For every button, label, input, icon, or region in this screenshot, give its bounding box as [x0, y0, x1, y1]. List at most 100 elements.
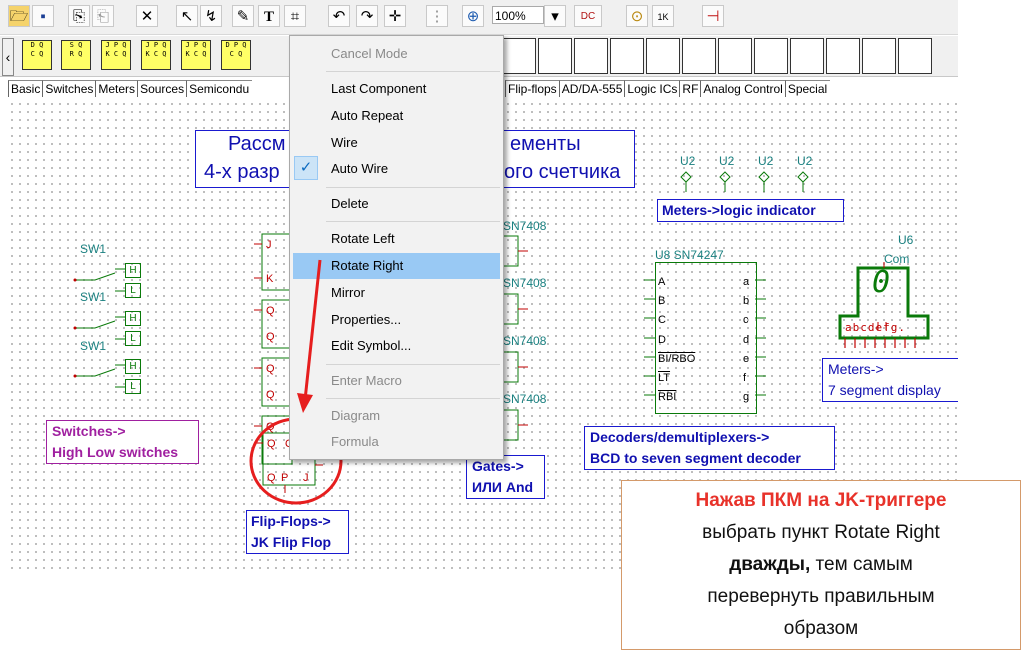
- meters-7seg-note: Meters-> 7 segment display: [822, 358, 958, 402]
- menu-item-wire[interactable]: Wire: [331, 135, 358, 150]
- decoder-note-line: BCD to seven segment decoder: [590, 450, 801, 466]
- wire-tool-icon[interactable]: ↯: [200, 5, 222, 27]
- switch-high[interactable]: H: [125, 263, 141, 278]
- tab-sources[interactable]: Sources: [137, 80, 188, 97]
- seven-seg-label: U6: [898, 233, 914, 247]
- ff-pin-label: Q: [266, 305, 275, 317]
- tab-semiconductors[interactable]: Semicondu: [186, 80, 253, 97]
- menu-item-properties[interactable]: Properties...: [331, 312, 402, 327]
- menu-item-edit-symbol[interactable]: Edit Symbol...: [331, 338, 412, 353]
- menu-item-mirror[interactable]: Mirror: [331, 285, 365, 300]
- scroll-left-icon[interactable]: ‹: [2, 38, 14, 76]
- menu-item-auto-repeat[interactable]: Auto Repeat: [331, 108, 404, 123]
- switch-low[interactable]: L: [125, 379, 141, 394]
- undo-icon[interactable]: ↶: [328, 5, 350, 27]
- tab-adda[interactable]: AD/DA-555: [558, 80, 626, 97]
- palette-label: D Q: [30, 41, 44, 49]
- decoder-note-line: Decoders/demultiplexers->: [590, 429, 770, 445]
- palette-slot[interactable]: [538, 38, 572, 74]
- switch-low[interactable]: L: [125, 283, 141, 298]
- palette-label: K C Q: [105, 50, 127, 58]
- tab-analog-control[interactable]: Analog Control: [700, 80, 786, 97]
- copy-icon[interactable]: ⎘: [68, 5, 90, 27]
- tab-rf[interactable]: RF: [679, 80, 702, 97]
- menu-item-last-component[interactable]: Last Component: [331, 81, 427, 96]
- tab-meters[interactable]: Meters: [95, 80, 139, 97]
- switch-symbols[interactable]: [70, 255, 150, 395]
- delete-x-icon[interactable]: ✕: [136, 5, 158, 27]
- note-line: выбрать пункт Rotate Right: [702, 522, 940, 543]
- paste-icon[interactable]: ⎗: [92, 5, 114, 27]
- meters-7seg-note-line: Meters->: [828, 361, 884, 377]
- switches-note: Switches-> High Low switches: [46, 420, 199, 464]
- switch-label: SW1: [80, 290, 107, 304]
- probe-icon[interactable]: ⊙: [626, 5, 648, 27]
- crosshair-icon[interactable]: ✛: [384, 5, 406, 27]
- pointer-icon[interactable]: ↖: [176, 5, 198, 27]
- menu-item-formula[interactable]: Formula: [331, 434, 379, 449]
- red-arrow-over-menu: [297, 259, 322, 413]
- menu-item-cancel-mode[interactable]: Cancel Mode: [331, 46, 408, 61]
- redo-icon[interactable]: ↷: [356, 5, 378, 27]
- menu-item-rotate-left[interactable]: Rotate Left: [331, 231, 395, 246]
- text-tool-icon[interactable]: T: [258, 5, 280, 27]
- switch-high[interactable]: H: [125, 359, 141, 374]
- decoder-pin: D: [658, 333, 666, 346]
- seven-segment-display[interactable]: [836, 262, 932, 354]
- and-gate-symbols[interactable]: [500, 232, 540, 452]
- palette-label: K C Q: [145, 50, 167, 58]
- palette-slot[interactable]: [862, 38, 896, 74]
- grid-icon[interactable]: ⋮: [426, 5, 448, 27]
- menu-item-delete[interactable]: Delete: [331, 196, 369, 211]
- pin-icon[interactable]: ⊣: [702, 5, 724, 27]
- zoom-dropdown-icon[interactable]: ▾: [544, 5, 566, 27]
- pencil-icon[interactable]: ✎: [232, 5, 254, 27]
- resistor-label: 1K: [657, 12, 669, 22]
- menu-item-enter-macro[interactable]: Enter Macro: [331, 373, 402, 388]
- palette-slot[interactable]: [502, 38, 536, 74]
- palette-slot[interactable]: [790, 38, 824, 74]
- tab-flipflops[interactable]: Flip-flops: [505, 80, 560, 97]
- palette-slot[interactable]: [574, 38, 608, 74]
- palette-slot[interactable]: [898, 38, 932, 74]
- menu-item-diagram[interactable]: Diagram: [331, 408, 381, 423]
- ff-pin-label: Q: [266, 363, 275, 375]
- palette-slot[interactable]: [682, 38, 716, 74]
- menu-separator: [326, 398, 500, 399]
- logic-indicator-symbols[interactable]: [676, 170, 816, 196]
- palette-slot[interactable]: [646, 38, 680, 74]
- tab-switches[interactable]: Switches: [42, 80, 97, 97]
- tab-special[interactable]: Special: [784, 80, 831, 97]
- annotation-arrow-line: [303, 259, 322, 401]
- menu-item-rotate-right[interactable]: Rotate Right: [331, 258, 404, 273]
- component-dropdown-icon[interactable]: DC: [574, 5, 602, 27]
- checkmark-icon: ✓: [294, 156, 318, 180]
- palette-slot[interactable]: [754, 38, 788, 74]
- menu-item-auto-wire[interactable]: Auto Wire: [331, 161, 389, 176]
- decoder-pin: C: [658, 314, 666, 327]
- open-folder-icon[interactable]: 🗁: [8, 5, 30, 27]
- tab-logic-ics[interactable]: Logic ICs: [624, 80, 681, 97]
- palette-label: D P Q: [225, 41, 247, 49]
- ff-pin-label: Q: [266, 389, 275, 401]
- gates-note-line: ИЛИ And: [472, 479, 534, 495]
- zoom-icon[interactable]: ⊕: [462, 5, 484, 27]
- switch-high[interactable]: H: [125, 311, 141, 326]
- resistor-1k-icon[interactable]: 1K: [652, 5, 674, 27]
- palette-slot[interactable]: [826, 38, 860, 74]
- graph-tool-icon[interactable]: ⌗: [284, 5, 306, 27]
- switch-low[interactable]: L: [125, 331, 141, 346]
- palette-slot[interactable]: [610, 38, 644, 74]
- save-icon[interactable]: ▪: [32, 5, 54, 27]
- note-line: образом: [783, 618, 859, 639]
- tab-basic[interactable]: Basic: [8, 80, 44, 97]
- palette-slot[interactable]: [718, 38, 752, 74]
- zoom-input[interactable]: 100%: [492, 6, 544, 24]
- ff-pin-label: J: [266, 239, 272, 251]
